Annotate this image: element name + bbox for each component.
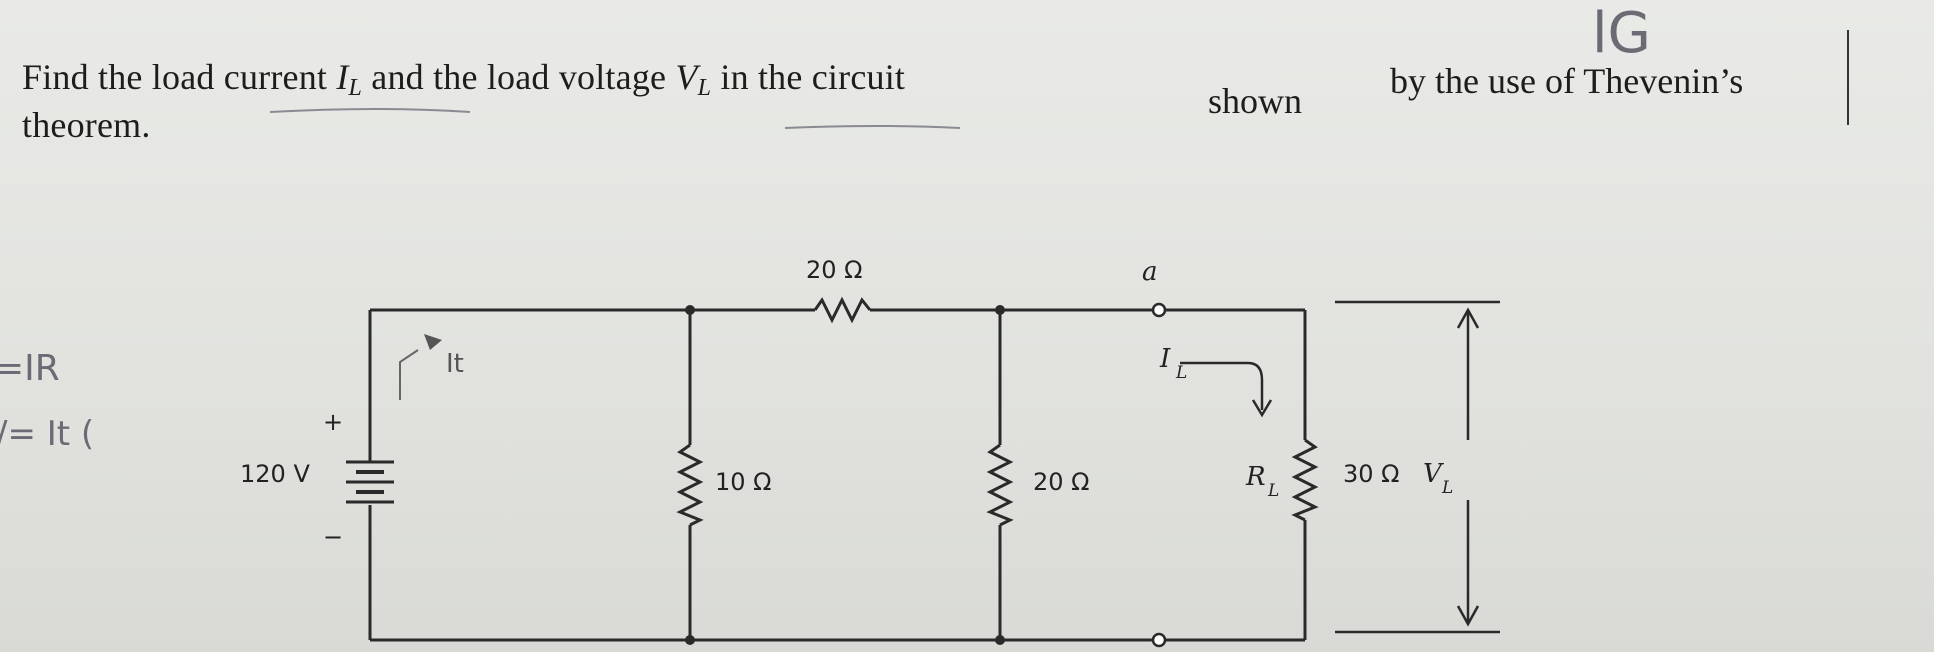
handwritten-mark: lG [1592, 1, 1651, 66]
load-voltage-arrow [1335, 300, 1500, 634]
r2-label: 20 Ω [1033, 468, 1090, 496]
load-resistor-value: 30 Ω [1343, 460, 1400, 488]
node-a-label: a [1142, 257, 1158, 287]
r1-label: 10 Ω [715, 468, 772, 496]
handwritten-note-1: =IR [0, 348, 60, 389]
circuit-wires [368, 308, 1307, 642]
arrow-head [1251, 399, 1273, 418]
series-resistor-label: 20 Ω [806, 256, 863, 284]
source-minus-sign: − [323, 523, 343, 551]
load-current-arrow [1180, 361, 1264, 410]
resistor-20-ohm-shunt [986, 443, 1014, 527]
text-segment: and the load voltage [362, 57, 676, 97]
junction-nodes [685, 305, 1005, 645]
load-voltage-subscript: L [1441, 478, 1453, 498]
load-resistor-symbol: R [1245, 462, 1266, 492]
problem-statement-line-1: Find the load current IL and the load vo… [22, 56, 905, 102]
handwritten-loop-label: It [446, 349, 464, 379]
pen-underline [784, 125, 961, 129]
load-resistor-subscript: L [1267, 481, 1279, 501]
text-segment: in the circuit [711, 57, 906, 97]
handwritten-loop-mark [399, 349, 419, 400]
source-voltage-label: 120 V [240, 460, 310, 488]
terminal-b [1151, 632, 1167, 648]
load-resistor [1291, 438, 1319, 522]
resistor-10-ohm [676, 443, 704, 527]
problem-statement-line-2: theorem. [22, 105, 151, 145]
load-current-variable: I [336, 57, 349, 97]
load-voltage-symbol: V [1423, 459, 1444, 489]
battery-icon [346, 460, 394, 504]
handwritten-arrow-icon [424, 334, 442, 350]
handwritten-note-2: /= It ( [0, 414, 94, 454]
pen-underline [269, 108, 471, 113]
source-plus-sign: + [323, 408, 343, 436]
load-current-label: I [1159, 344, 1171, 374]
subscript: L [697, 75, 712, 101]
problem-statement-line-1-end: by the use of Thevenin’s [1390, 61, 1744, 101]
text-segment: Find the load current [22, 57, 337, 97]
resistor-20-ohm-series [813, 296, 872, 324]
terminal-a [1151, 302, 1167, 318]
load-voltage-variable: V [675, 57, 698, 97]
load-current-subscript: L [1175, 363, 1187, 383]
subscript: L [348, 75, 363, 101]
shown-word: shown [1208, 81, 1303, 121]
